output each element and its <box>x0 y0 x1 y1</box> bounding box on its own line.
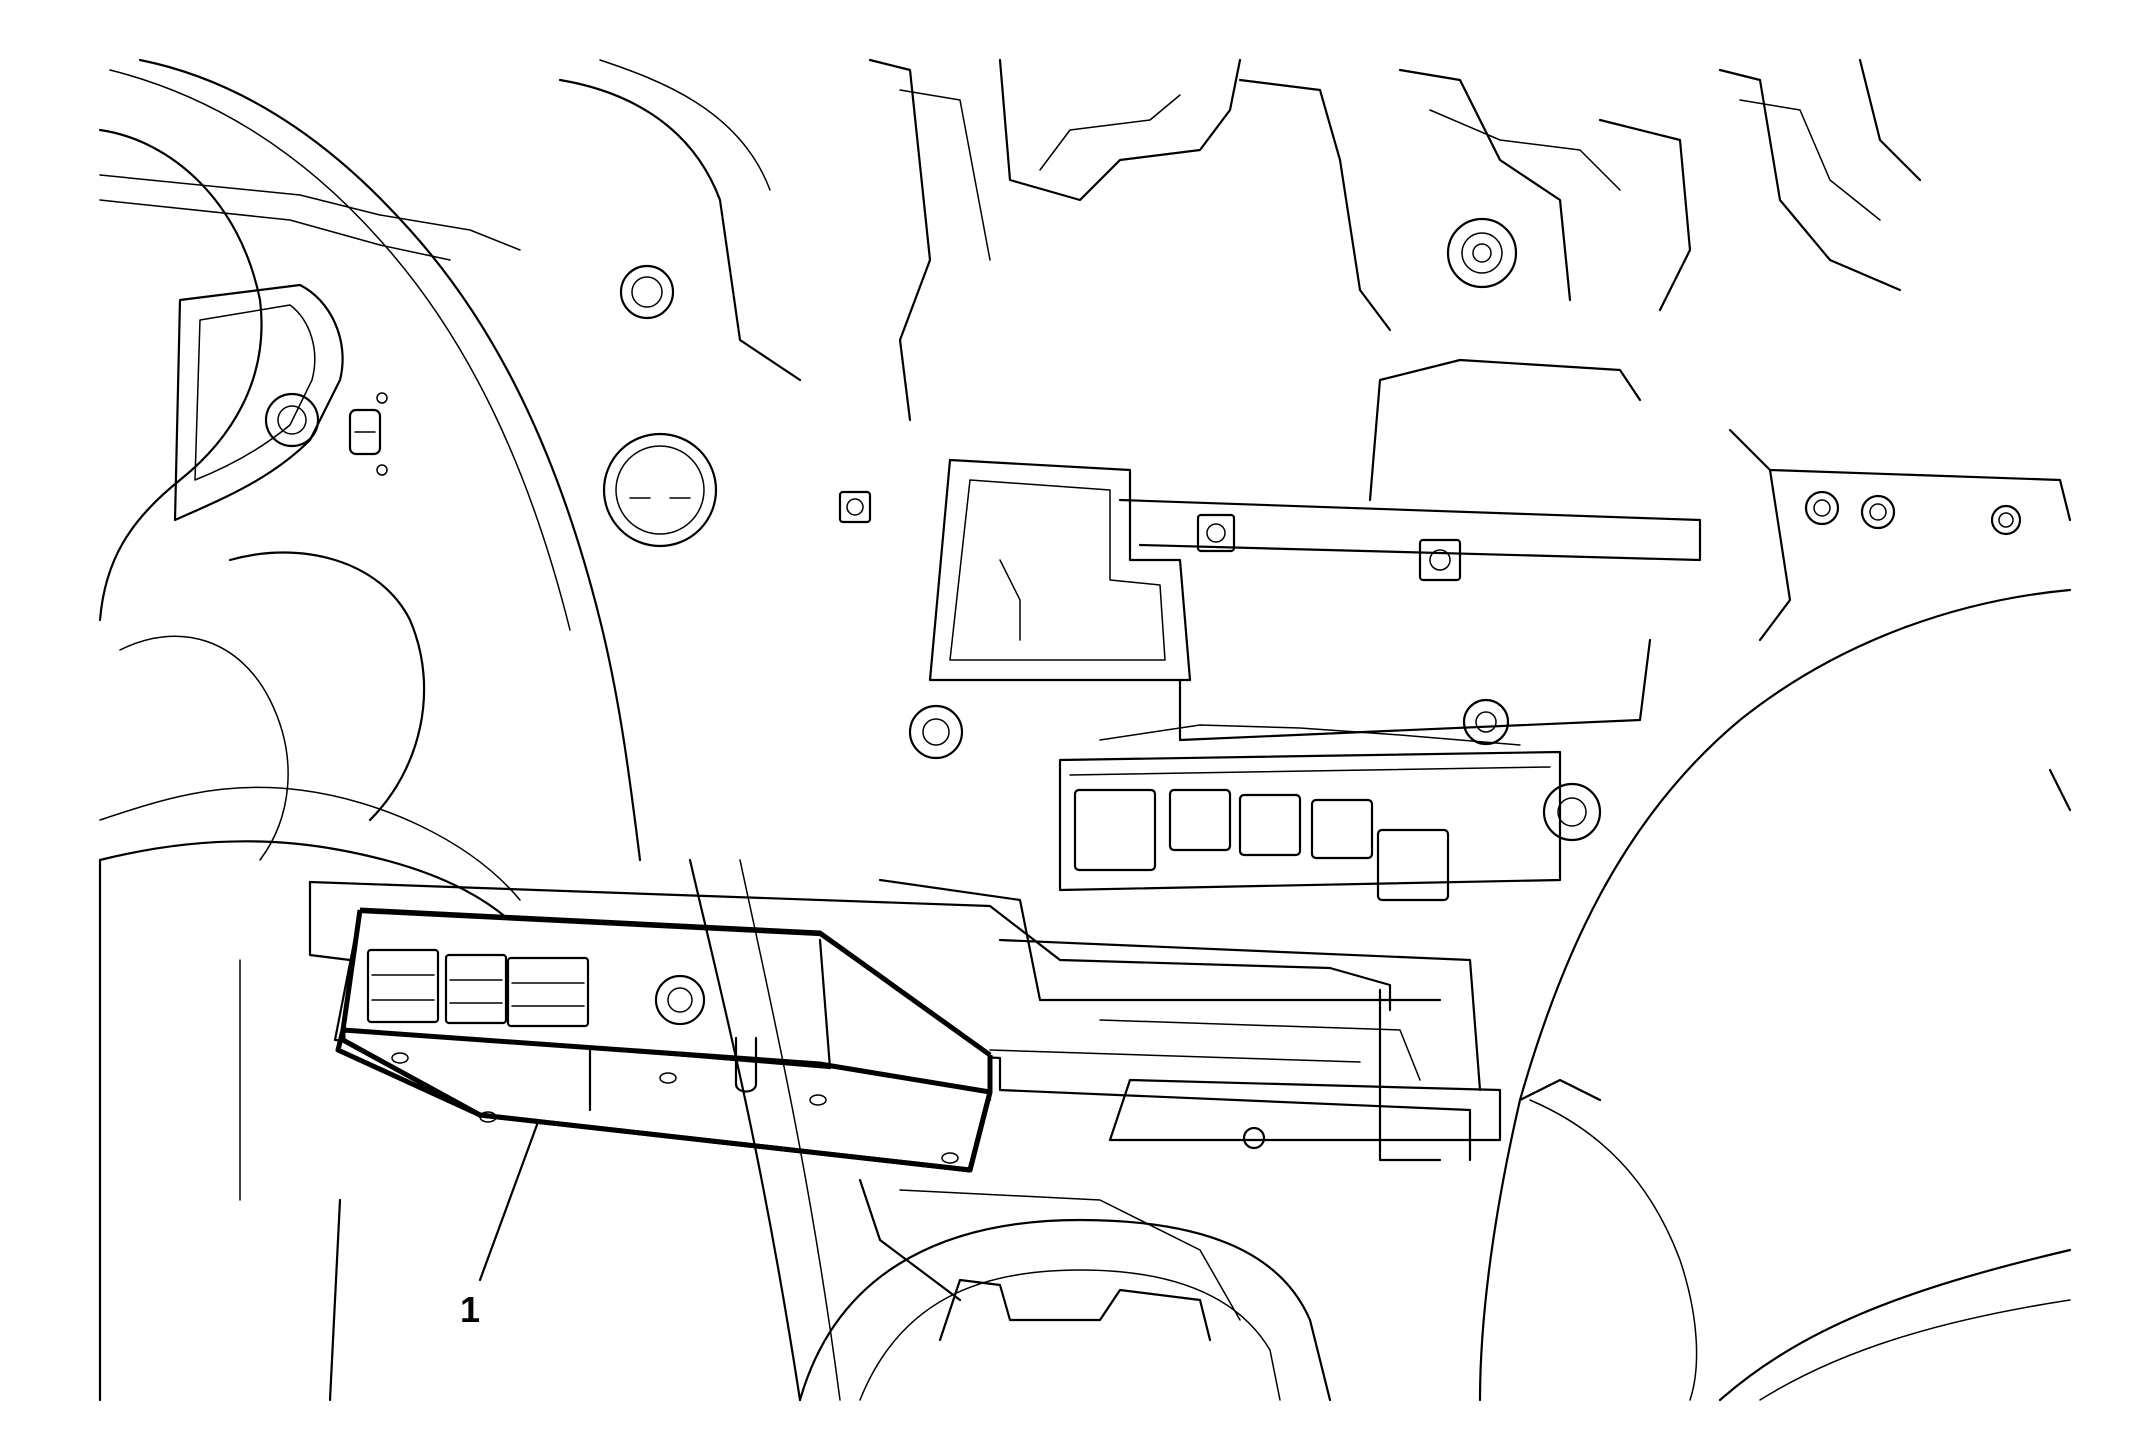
lower-console <box>798 878 1502 1402</box>
module-mounting-bracket <box>308 880 1472 1162</box>
callout-leader-line <box>478 1120 540 1282</box>
right-dash-shelf <box>1728 428 2072 642</box>
left-lower-trim <box>98 858 841 1402</box>
steering-wheel <box>98 58 642 932</box>
electronic-control-module <box>333 907 993 1173</box>
center-support-bracket <box>838 358 1702 742</box>
body-control-module <box>908 698 1602 902</box>
center-stack-trim <box>1478 588 2072 1402</box>
instrument-panel-frame <box>558 58 1922 548</box>
callout-number-1: 1 <box>460 1289 481 1330</box>
